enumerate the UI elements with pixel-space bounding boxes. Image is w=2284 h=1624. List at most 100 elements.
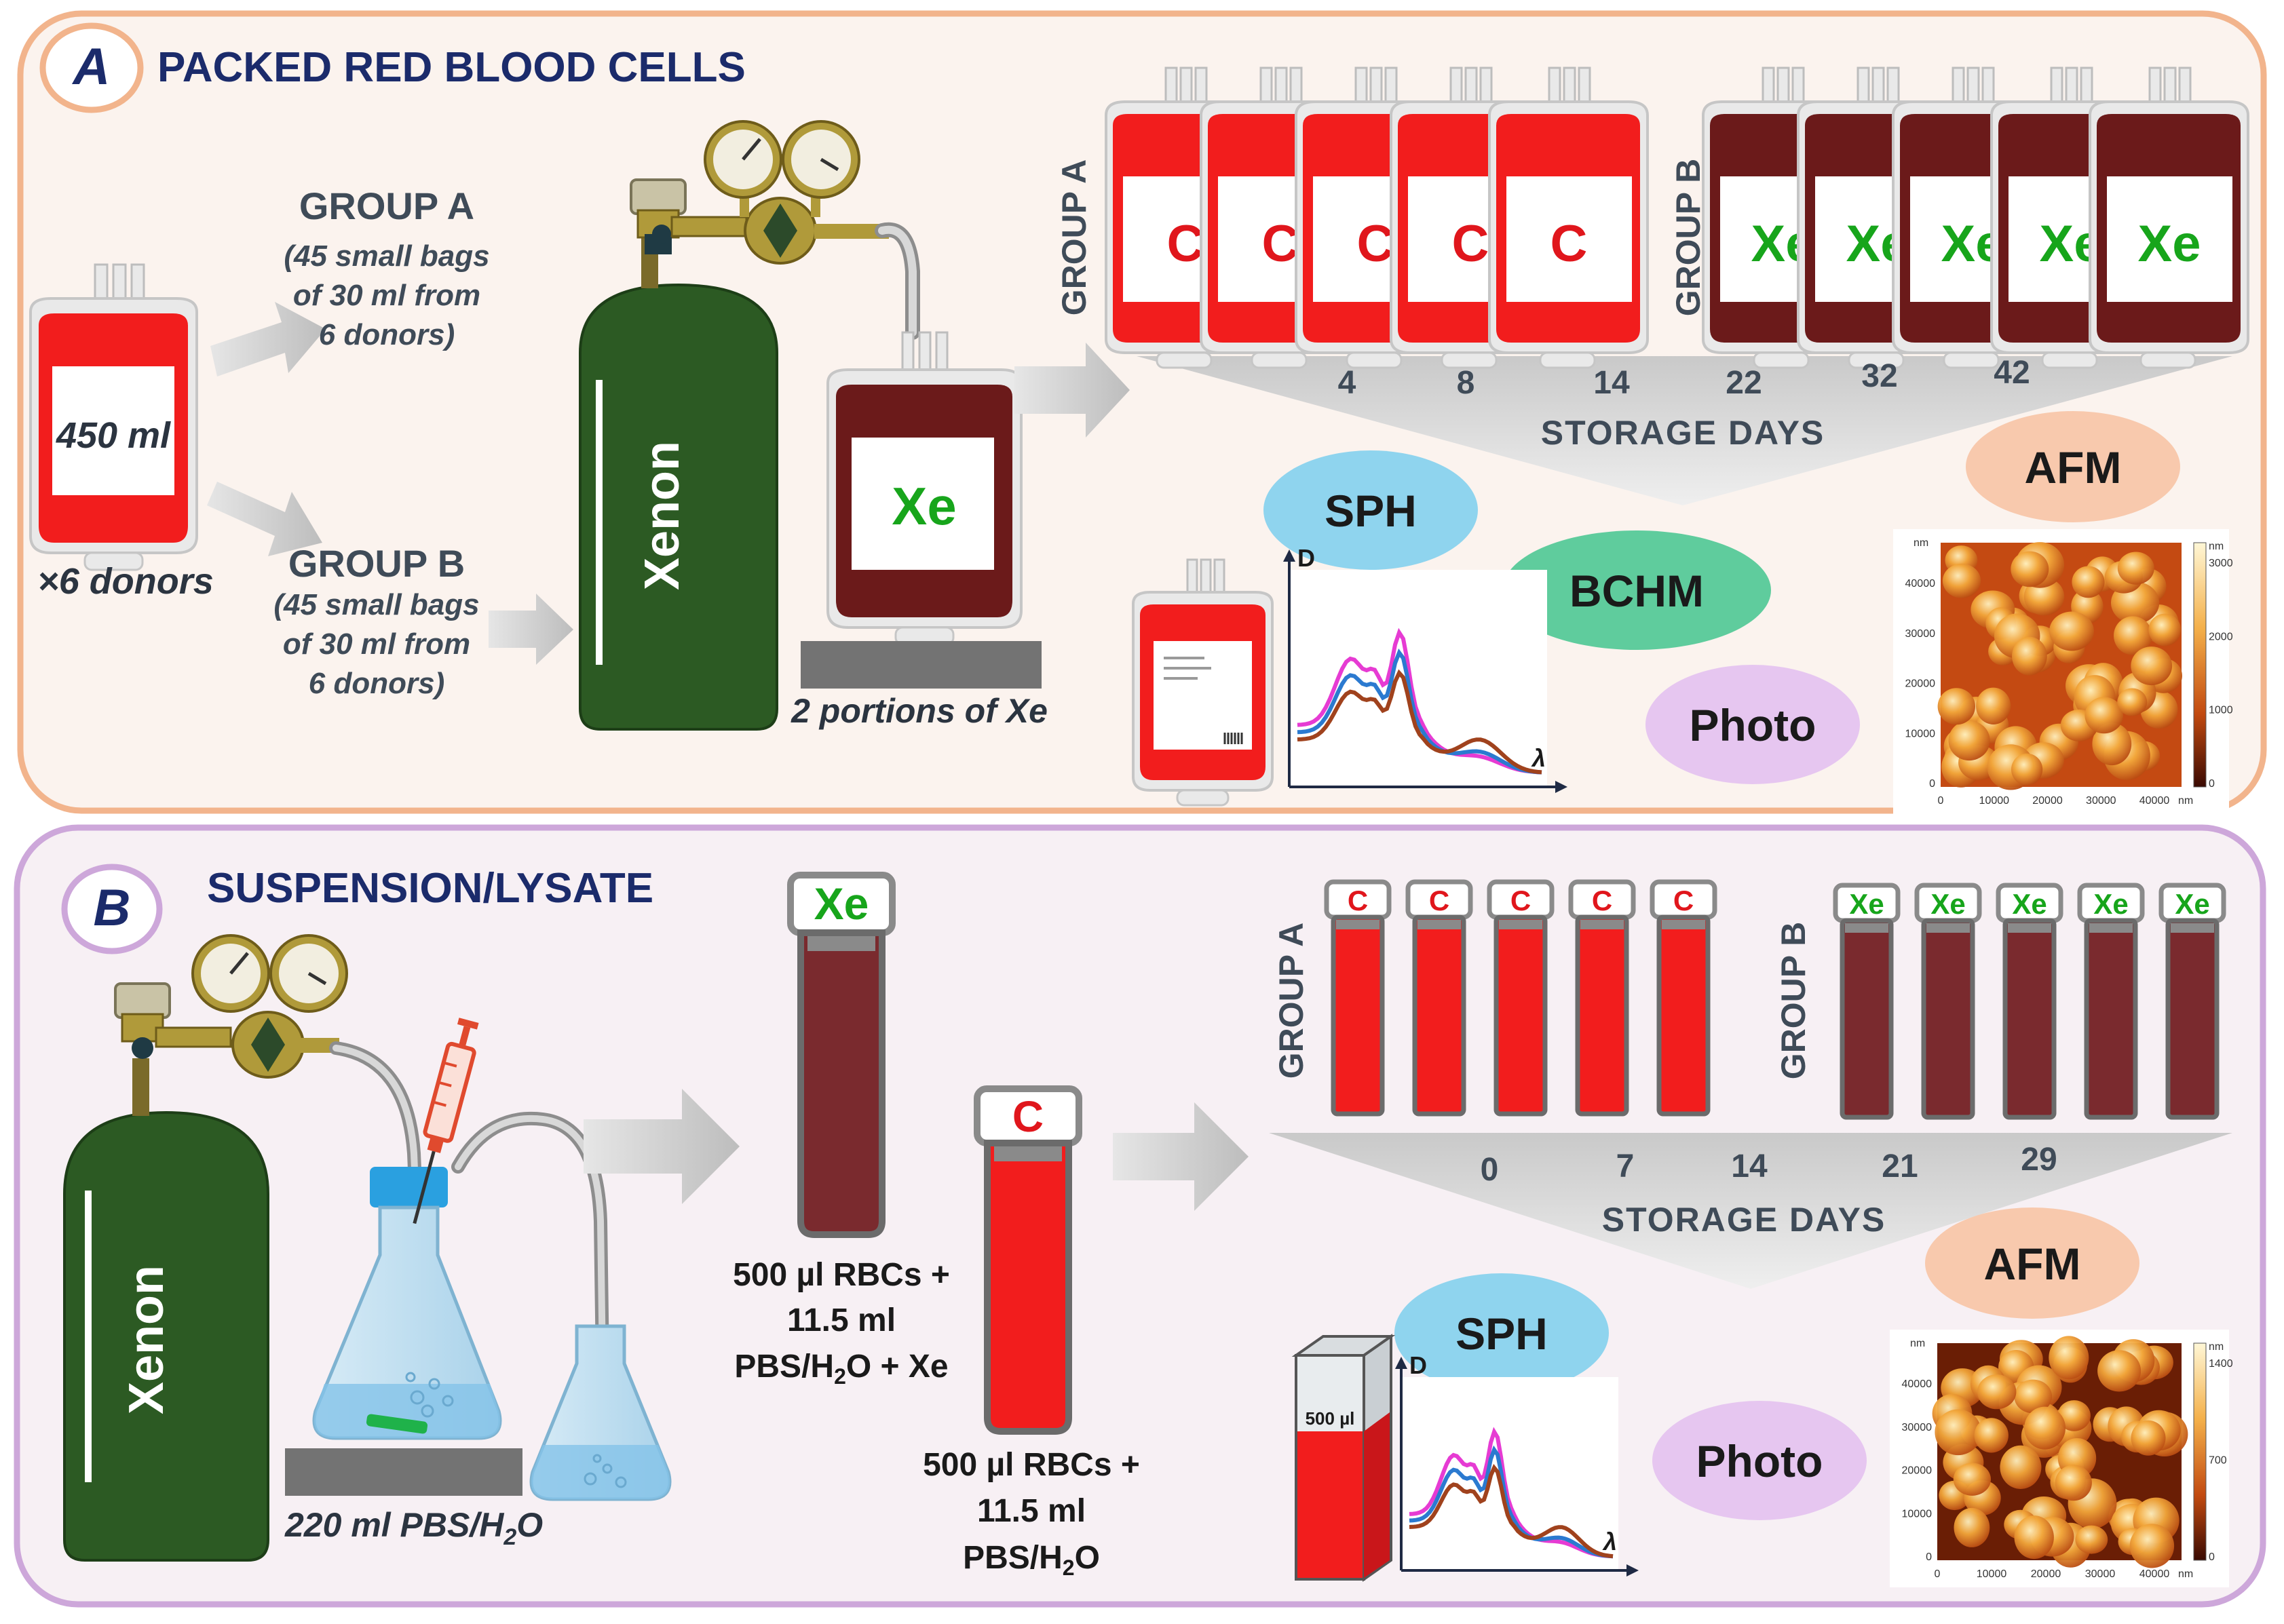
afm-cell (2117, 552, 2154, 585)
afm-cell (2097, 1350, 2142, 1392)
xe-blood-bag: Xe (826, 331, 1023, 646)
method-label: Photo (1690, 700, 1816, 750)
afm-cell (1942, 563, 1981, 598)
pressure-regulator-a (630, 120, 920, 340)
afm-unit: nm (1914, 537, 1928, 549)
tube-label: Xe (1930, 888, 1965, 920)
storage-day: 22 (1726, 365, 1762, 401)
group-a-desc-line: of 30 ml from (293, 279, 480, 312)
afm-cell (2117, 688, 2148, 716)
pressure-gauge-icon (269, 934, 348, 1013)
syringe-icon (413, 1018, 479, 1224)
xe-test-tube: Xe (787, 872, 896, 1238)
afm-cell (2114, 616, 2152, 655)
xe-bag-label: Xe (892, 476, 956, 536)
group-b-desc-line: of 30 ml from (283, 627, 470, 661)
afm-y-tick: 20000 (1902, 1465, 1933, 1477)
panel-b: B SUSPENSION/LYSATE Xenon (14, 824, 2266, 1608)
afm-cell (2014, 1515, 2054, 1560)
method-afm-b: AFM (1925, 1207, 2139, 1319)
afm-cell (1937, 688, 1975, 725)
afm-unit: nm (1910, 1338, 1925, 1349)
afm-cell (2024, 1406, 2066, 1450)
storage-day: 8 (1457, 365, 1475, 401)
c-tube-label: C (1012, 1092, 1044, 1141)
platform (285, 1448, 522, 1496)
storage-days-b: 0 7 14 21 29 STORAGE DAYS (1481, 1142, 2057, 1239)
flask-caption: 220 ml PBS/H2O (284, 1506, 543, 1550)
cuvette-icon: 500 µl (1291, 1334, 1396, 1582)
afm-colorbar (2193, 1342, 2207, 1561)
tube-label: C (1673, 885, 1694, 916)
group-a-title: GROUP A (299, 185, 474, 227)
afm-x-tick: 40000 (2139, 1568, 2170, 1580)
afm-x-tick: 20000 (2031, 1568, 2061, 1580)
afm-color-tick: 1000 (2209, 705, 2233, 716)
blood-bag-icon: C (1488, 66, 1649, 369)
method-label: SPH (1455, 1309, 1548, 1359)
plot-area (1401, 1377, 1618, 1570)
test-tube-icon (974, 1085, 1082, 1435)
donor-bag-volume: 450 ml (56, 415, 171, 456)
cylinder-label: Xenon (635, 441, 689, 590)
arrow-icon (489, 594, 573, 665)
method-label: AFM (2025, 442, 2122, 492)
afm-cell (1976, 687, 2011, 724)
gas-cylinder-icon (63, 1058, 269, 1562)
xenon-cylinder-a: Xenon (579, 237, 778, 731)
platform (801, 641, 1042, 689)
method-label: SPH (1325, 486, 1417, 536)
blood-bag-icon (826, 331, 1023, 646)
caption-line: 11.5 ml (977, 1493, 1086, 1529)
afm-cell (2012, 636, 2047, 676)
bag-label: C (1550, 215, 1588, 273)
arrow-icon (210, 302, 326, 376)
vertical-group-a: GROUP A (1055, 159, 1093, 316)
afm-cell (1977, 1374, 2017, 1410)
test-tube-icon: C (1405, 879, 1473, 1117)
storage-day: 21 (1882, 1148, 1918, 1184)
afm-x-tick: 0 (1938, 795, 1944, 807)
storage-day: 14 (1731, 1148, 1768, 1184)
afm-cell (1953, 1463, 1991, 1496)
test-tube-icon (787, 872, 896, 1238)
xe-tube-label: Xe (814, 878, 869, 929)
afm-x-tick: 10000 (1977, 1568, 2007, 1580)
afm-x-tick: 10000 (1979, 795, 2010, 807)
spectrum-y-label: D (1409, 1351, 1427, 1379)
spectrum-curve (1409, 1464, 1614, 1559)
afm-cell (2131, 1420, 2166, 1456)
spectrum-x-label: λ (1602, 1528, 1617, 1555)
method-photo-b: Photo (1652, 1401, 1867, 1520)
afm-y-tick: 30000 (1905, 628, 1936, 640)
spectrum-curve (1409, 1445, 1614, 1559)
panel-a-badge: A (39, 22, 144, 113)
test-tube-icon: Xe (2158, 883, 2226, 1120)
afm-cell (1954, 1507, 1990, 1547)
c-test-tube: C (974, 1085, 1082, 1435)
afm-color-tick: 3000 (2209, 558, 2233, 569)
tube-label: C (1429, 885, 1449, 916)
storage-days-title: STORAGE DAYS (1541, 414, 1825, 452)
xe-tube-caption: 500 µl RBCs + 11.5 ml PBS/H2O + Xe (733, 1257, 950, 1389)
vertical-group-b: GROUP B (1774, 922, 1812, 1079)
test-tube-icon: Xe (1996, 883, 2063, 1120)
test-tube-icon: C (1324, 879, 1392, 1117)
afm-cell (2057, 1400, 2091, 1431)
method-sph-b: SPH (1394, 1273, 1609, 1393)
arrow-icon (1113, 1102, 1249, 1211)
arrow-icon (207, 482, 322, 556)
afm-color-tick: 700 (2209, 1455, 2227, 1467)
tube-label: Xe (1849, 888, 1884, 920)
afm-cell (2129, 1524, 2175, 1568)
afm-y-tick: 0 (1929, 778, 1935, 790)
tube-label: C (1592, 885, 1612, 916)
panel-a: A PACKED RED BLOOD CELLS 450 ml ×6 donor… (17, 10, 2267, 814)
gas-cylinder-icon (579, 237, 778, 731)
bag-label: C (1357, 215, 1394, 273)
afm-y-tick: 40000 (1902, 1378, 1933, 1390)
pressure-gauge-icon (191, 934, 270, 1013)
